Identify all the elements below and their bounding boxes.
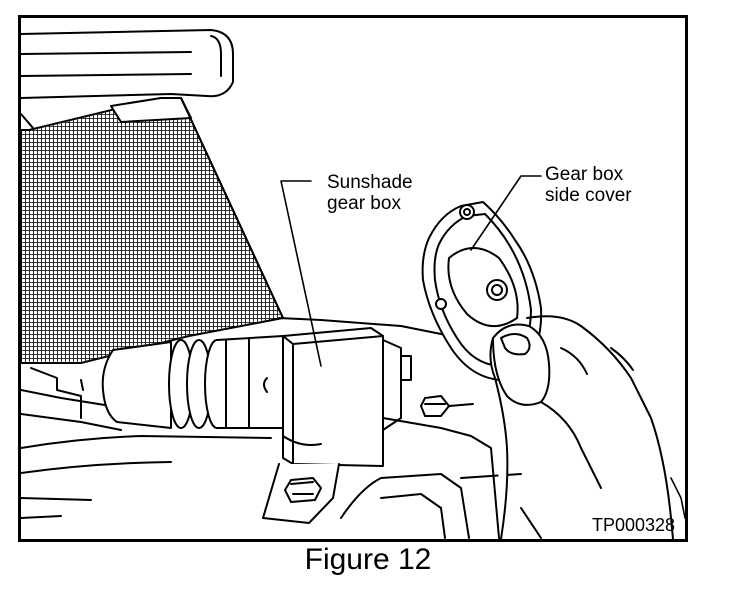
loose-bolt [420, 395, 474, 417]
technician-hand [489, 315, 674, 539]
body-panels [340, 417, 542, 539]
gearbox-illustration [21, 29, 685, 539]
mounting-bracket [262, 463, 340, 524]
leader-code [670, 477, 685, 519]
sunshade-gear-box [282, 327, 412, 467]
leader-gear-box [280, 180, 322, 367]
reference-code: TP000328 [592, 515, 676, 535]
callout-leaders [280, 175, 685, 519]
leader-side-cover [470, 175, 542, 251]
sunshade-mesh [21, 97, 284, 364]
gear-box-label: Sunshade gear box [327, 172, 413, 214]
figure-caption: Figure 12 [304, 543, 432, 576]
illustration-frame: Sunshade gear box Gear box side cover TP… [18, 15, 688, 542]
side-cover-label: Gear box side cover [545, 164, 632, 206]
sunshade-motor [101, 335, 284, 429]
sunshade-roller [21, 29, 234, 99]
